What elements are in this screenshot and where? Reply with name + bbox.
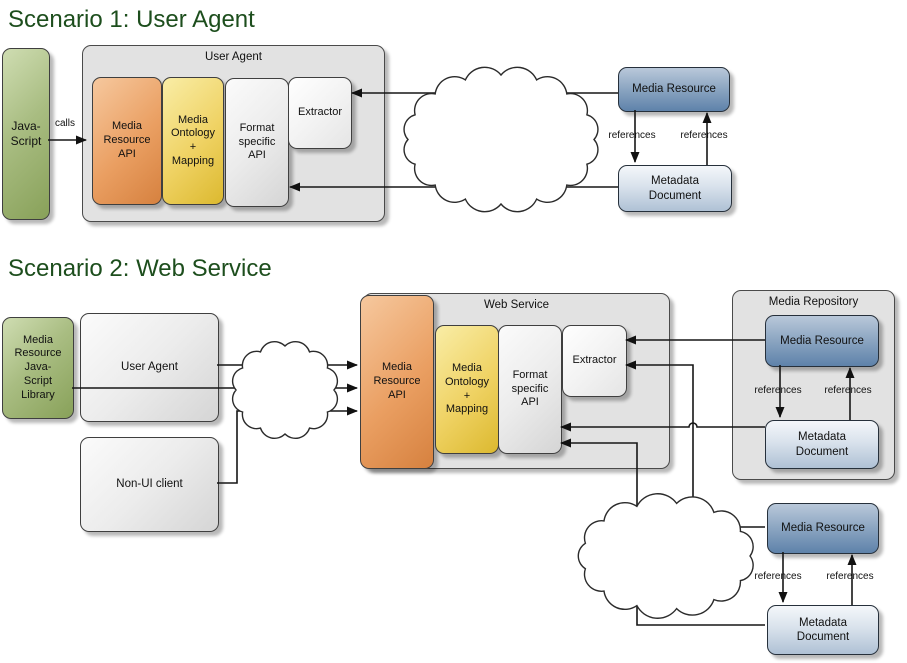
internet-cloud-s2-bottom [577, 493, 754, 619]
js-library-box: Media Resource Java- Script Library [2, 317, 74, 419]
media-ontology-box-s2: Media Ontology + Mapping [435, 325, 499, 454]
media-ontology-box-s1: Media Ontology + Mapping [162, 77, 224, 205]
internet-cloud-s2-left [231, 341, 339, 439]
javascript-box: Java- Script [2, 48, 50, 220]
extractor-box-s2: Extractor [562, 325, 627, 397]
scenario1-title: Scenario 1: User Agent [8, 6, 255, 33]
extractor-box-s1: Extractor [288, 77, 352, 149]
media-resource-api-box-s1: Media Resource API [92, 77, 162, 205]
metadata-document-box-repo: Metadata Document [765, 420, 879, 469]
format-api-box-s1: Format specific API [225, 78, 289, 207]
references-label-s1-down: references [608, 130, 656, 141]
internet-cloud-s1 [403, 66, 599, 213]
user-agent-box-s2: User Agent [80, 313, 219, 422]
media-repository-label: Media Repository [768, 296, 859, 308]
references-label-web-down: references [754, 571, 802, 582]
non-ui-client-box: Non-UI client [80, 437, 219, 532]
media-resource-box-web: Media Resource [767, 503, 879, 554]
references-label-web-up: references [826, 571, 874, 582]
format-api-box-s2: Format specific API [498, 325, 562, 454]
media-resource-api-box-s2: Media Resource API [360, 295, 434, 469]
user-agent-container-label: User Agent [205, 51, 262, 63]
references-label-s1-up: references [680, 130, 728, 141]
media-resource-box-repo: Media Resource [765, 315, 879, 367]
references-label-repo-down: references [754, 385, 802, 396]
web-service-container-label: Web Service [484, 299, 549, 311]
metadata-document-box-web: Metadata Document [767, 605, 879, 655]
metadata-document-box-s1: Metadata Document [618, 165, 732, 212]
references-label-repo-up: references [824, 385, 872, 396]
wire-nonui-to-api-s2 [217, 406, 358, 484]
media-resource-box-s1: Media Resource [618, 67, 730, 112]
calls-label: calls [54, 118, 75, 129]
scenario2-title: Scenario 2: Web Service [8, 255, 272, 282]
